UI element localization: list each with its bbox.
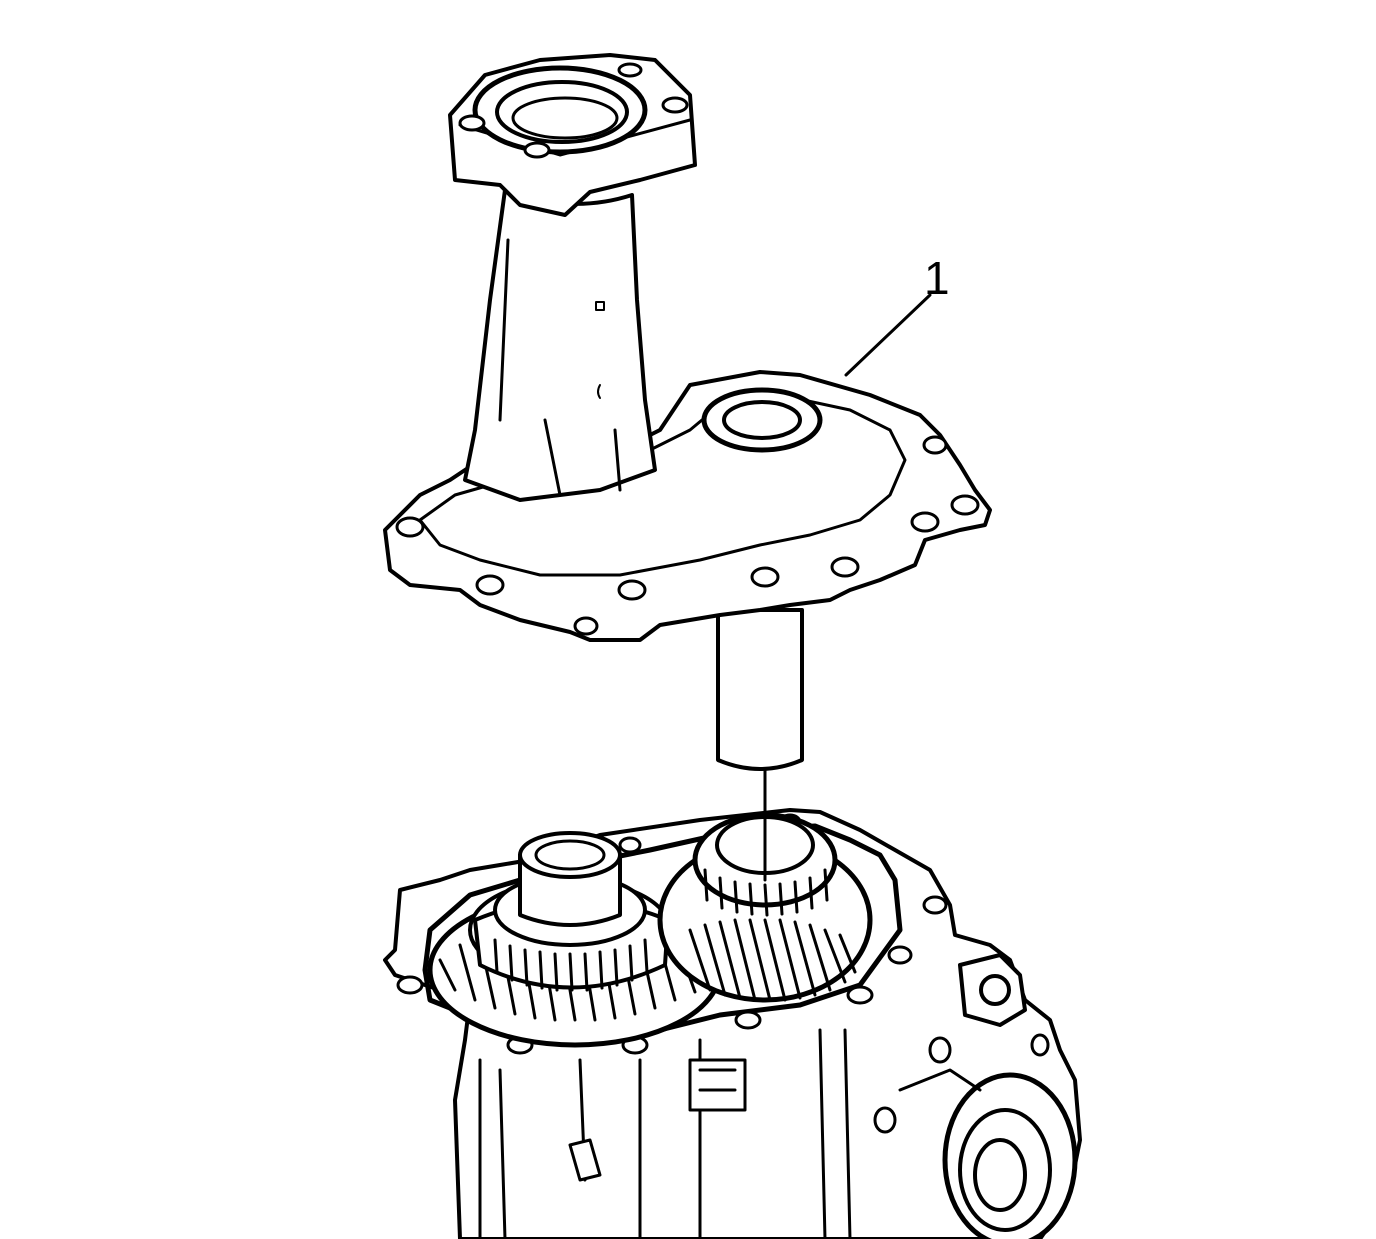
output-flange — [873, 1033, 1078, 1239]
callout-1: 1 — [844, 252, 950, 377]
housing-bolt-holes — [395, 435, 980, 636]
callout-1-label: 1 — [924, 252, 950, 304]
extension-housing — [383, 53, 992, 642]
side-mount-boss — [958, 953, 1027, 1027]
pilot-shaft — [716, 608, 804, 771]
callout-1-leader-line — [844, 293, 932, 377]
countershaft-gear — [427, 831, 723, 1048]
